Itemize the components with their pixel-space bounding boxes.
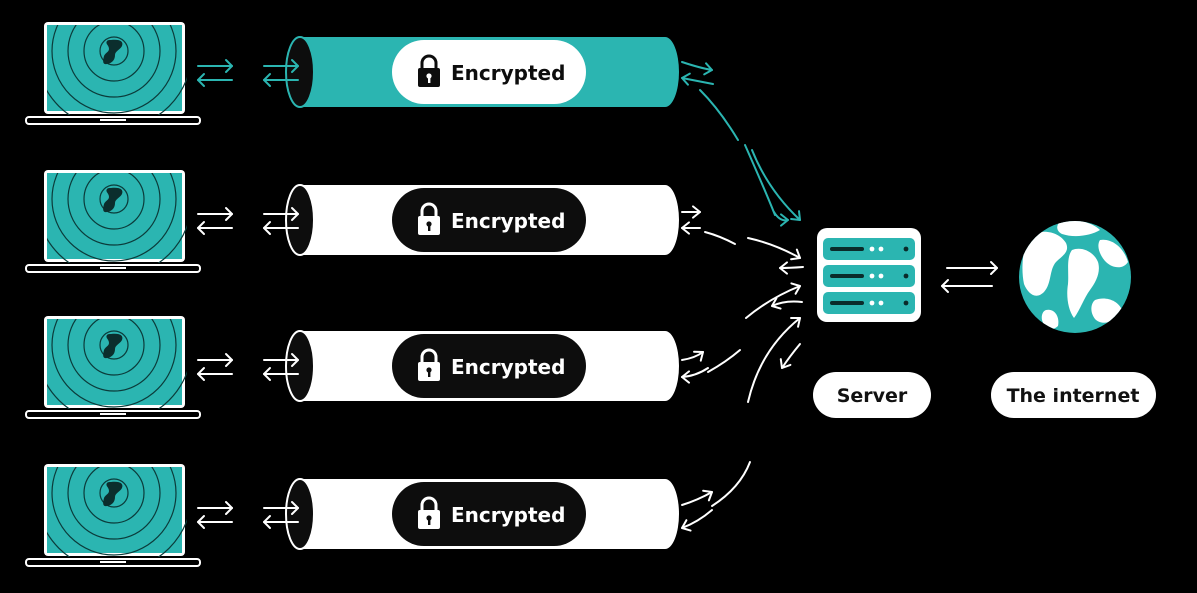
server-unit bbox=[823, 265, 915, 287]
laptop-icon bbox=[25, 170, 201, 273]
encrypted-tunnel: Encrypted bbox=[263, 478, 679, 550]
encrypted-badge bbox=[392, 40, 586, 104]
tunnel-server-link bbox=[681, 61, 801, 227]
lock-icon bbox=[418, 496, 440, 529]
server-unit bbox=[823, 292, 915, 314]
tunnel-label: Encrypted bbox=[451, 61, 565, 85]
server-label: Server bbox=[813, 372, 931, 418]
connection-row: Encrypted bbox=[25, 464, 679, 567]
data-exchange-icon bbox=[197, 207, 233, 235]
encrypted-tunnel: Encrypted bbox=[263, 184, 679, 256]
globe-icon bbox=[1019, 221, 1131, 333]
server-unit bbox=[823, 238, 915, 260]
connection-row: Encrypted bbox=[25, 22, 679, 125]
tunnel-server-link bbox=[681, 317, 801, 532]
lock-icon bbox=[418, 54, 440, 87]
tunnel-server-link bbox=[681, 282, 803, 384]
surfshark-logo-icon bbox=[103, 187, 123, 213]
encrypted-badge bbox=[392, 188, 586, 252]
internet-label: The internet bbox=[991, 372, 1156, 418]
encrypted-badge bbox=[392, 482, 586, 546]
data-exchange-icon bbox=[197, 501, 233, 529]
internet-label-text: The internet bbox=[1007, 385, 1140, 407]
data-exchange-icon bbox=[197, 59, 233, 87]
laptop-icon bbox=[25, 316, 201, 419]
encrypted-tunnel: Encrypted bbox=[263, 330, 679, 402]
connection-row: Encrypted bbox=[25, 316, 679, 419]
tunnel-label: Encrypted bbox=[451, 503, 565, 527]
connection-row: Encrypted bbox=[25, 170, 679, 273]
tunnel-label: Encrypted bbox=[451, 355, 565, 379]
server-internet-exchange-icon bbox=[941, 261, 998, 293]
laptop-icon bbox=[25, 464, 201, 567]
surfshark-logo-icon bbox=[103, 39, 123, 65]
encrypted-badge bbox=[392, 334, 586, 398]
lock-icon bbox=[418, 202, 440, 235]
tunnel-server-link bbox=[681, 205, 804, 275]
surfshark-logo-icon bbox=[103, 333, 123, 359]
laptop-icon bbox=[25, 22, 201, 125]
encrypted-tunnel: Encrypted bbox=[263, 36, 679, 108]
server-icon bbox=[817, 228, 921, 322]
server-label-text: Server bbox=[837, 385, 908, 407]
tunnel-label: Encrypted bbox=[451, 209, 565, 233]
data-exchange-icon bbox=[197, 353, 233, 381]
surfshark-logo-icon bbox=[103, 481, 123, 507]
lock-icon bbox=[418, 348, 440, 381]
